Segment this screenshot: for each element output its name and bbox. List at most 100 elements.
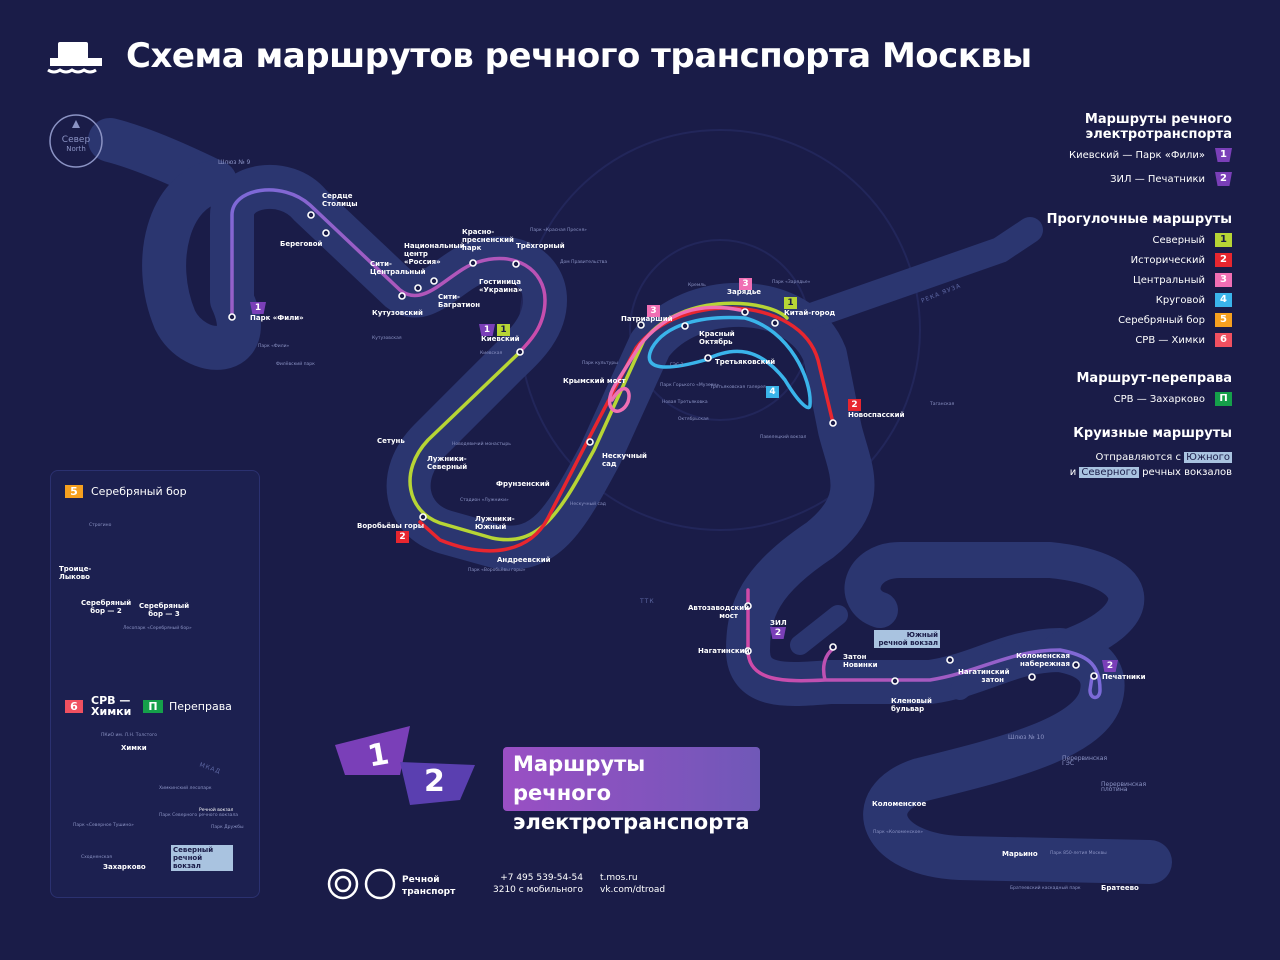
poi-label: Стадион «Лужники» bbox=[460, 498, 509, 503]
station-label[interactable]: Красно-пресненский парк bbox=[462, 228, 514, 252]
banner-line: Маршруты речного bbox=[513, 752, 646, 805]
station-label[interactable]: Патриарший bbox=[621, 315, 673, 323]
station-label[interactable]: Затон Новинки bbox=[843, 653, 878, 669]
station-label[interactable]: Серебряный бор — 3 bbox=[139, 602, 190, 618]
station-label[interactable]: Новоспасский bbox=[848, 411, 905, 419]
station-label[interactable]: Сити-Багратион bbox=[438, 293, 481, 309]
station-label[interactable]: Химки bbox=[121, 744, 147, 752]
poi-label: Кремль bbox=[688, 283, 706, 288]
route-badge-electro-2: 2 bbox=[1102, 660, 1118, 672]
station-label[interactable]: Сердце Столицы bbox=[322, 192, 358, 208]
legend-item[interactable]: Серебряный бор 5 bbox=[992, 313, 1232, 327]
routes bbox=[230, 188, 1102, 700]
station-label[interactable]: Береговой bbox=[280, 240, 323, 248]
route-badge: П bbox=[143, 699, 163, 713]
station-label[interactable]: Нагатинский bbox=[698, 647, 750, 655]
station-label[interactable]: Национальный центр «Россия» bbox=[404, 242, 465, 266]
station-label[interactable]: Троице-Лыково bbox=[59, 565, 92, 581]
station-label[interactable]: Крымский мост bbox=[563, 377, 626, 385]
route-badge-electro-1: 1 bbox=[479, 324, 495, 336]
mobile-phone[interactable]: 3210 с мобильного bbox=[493, 885, 583, 895]
station-label[interactable]: Серебряный бор — 2 bbox=[81, 599, 132, 615]
route-badge-historic: 2 bbox=[396, 531, 409, 543]
route-3-central bbox=[607, 305, 742, 413]
station-label[interactable]: Печатники bbox=[1102, 673, 1146, 681]
station-label-river-terminal[interactable]: Северный речной вокзал bbox=[171, 845, 233, 871]
brand-line: Речной bbox=[402, 875, 440, 885]
station-label[interactable]: Китай-город bbox=[784, 309, 836, 317]
station-markers[interactable] bbox=[228, 211, 1098, 685]
legend-electro-title-2: электротранспорта bbox=[1085, 127, 1232, 142]
station-label[interactable]: Захарково bbox=[103, 863, 146, 871]
site-link[interactable]: t.mos.ru bbox=[600, 873, 638, 883]
station-label[interactable]: Коломенская набережная bbox=[1016, 652, 1070, 668]
phone[interactable]: +7 495 539-54-54 bbox=[500, 873, 583, 883]
station-label[interactable]: ЗИЛ bbox=[770, 619, 787, 627]
station-label[interactable]: Лужники-Северный bbox=[427, 455, 468, 471]
lock-9-label: Шлюз № 9 bbox=[218, 159, 251, 166]
legend-label: Исторический bbox=[1130, 254, 1205, 266]
station-label[interactable]: Трёхгорный bbox=[516, 242, 565, 250]
legend-cruise-title: Круизные маршруты bbox=[1073, 426, 1232, 441]
route-badge-central: 3 bbox=[647, 305, 660, 317]
station-label[interactable]: Лужники-Южный bbox=[475, 515, 515, 531]
station-label[interactable]: Братеево bbox=[1101, 884, 1139, 892]
legend-label: Серебряный бор bbox=[1118, 314, 1205, 326]
vk-link[interactable]: vk.com/dtroad bbox=[600, 885, 666, 895]
station-label[interactable]: Нагатинский затон bbox=[958, 668, 1010, 684]
station-label[interactable]: Гостиница «Украина» bbox=[479, 278, 523, 294]
poi-label: Таганская bbox=[930, 402, 955, 407]
route-badge: 5 bbox=[1215, 313, 1232, 327]
dam-label: Перервинская плотина bbox=[1101, 781, 1147, 793]
station-label[interactable]: Воробьёвы горы bbox=[357, 522, 425, 530]
station-label[interactable]: Автозаводский мост bbox=[688, 604, 750, 620]
poi-label: Лесопарк «Серебряный бор» bbox=[123, 626, 192, 631]
station-label[interactable]: Красный Октябрь bbox=[699, 330, 735, 346]
station-label[interactable]: Нескучный сад bbox=[602, 452, 647, 468]
route-badge-central: 3 bbox=[739, 278, 752, 290]
route-electro-1 bbox=[230, 188, 547, 354]
legend-electro-title-1: Маршруты речного bbox=[1084, 112, 1232, 127]
cruise-text: речных вокзалов bbox=[1142, 467, 1232, 478]
station-label[interactable]: Третьяковский bbox=[715, 358, 776, 366]
station-label[interactable]: Сетунь bbox=[377, 437, 405, 445]
poi-label: Парк Дружбы bbox=[211, 825, 244, 830]
station-label[interactable]: Коломенское bbox=[872, 800, 927, 808]
cruise-south-highlight: Южного bbox=[1184, 452, 1232, 463]
poi-label: Киевская bbox=[480, 351, 503, 356]
station-label[interactable]: Фрунзенский bbox=[496, 480, 550, 488]
poi-label: ГЭС-2 bbox=[670, 363, 684, 368]
legend-label: СРВ — Химки bbox=[1135, 334, 1205, 346]
station-label[interactable]: Сити-Центральный bbox=[370, 260, 426, 276]
mkad-label: МКАД bbox=[198, 761, 222, 776]
route-electro-2 bbox=[746, 588, 1102, 700]
station-label-river-terminal[interactable]: Южный речной вокзал bbox=[874, 630, 940, 648]
station-label[interactable]: Киевский bbox=[481, 335, 520, 343]
station-label[interactable]: Кутузовский bbox=[372, 309, 423, 317]
legend-item[interactable]: Киевский — Парк «Фили»1 bbox=[992, 148, 1232, 162]
inset-silver-title: Серебряный бор bbox=[91, 485, 187, 498]
legend-label: Центральный bbox=[1133, 274, 1205, 286]
banner-ribbons bbox=[335, 726, 475, 805]
station-label[interactable]: Парк «Фили» bbox=[250, 314, 304, 322]
poi-label: Парк «Коломенское» bbox=[873, 830, 924, 835]
station-label[interactable]: Марьино bbox=[1002, 850, 1038, 858]
station-label[interactable]: Кленовый бульвар bbox=[891, 697, 932, 713]
poi-label: Октябрьская bbox=[678, 417, 709, 422]
route-badge-north: 1 bbox=[497, 324, 510, 336]
station-label[interactable]: Андреевский bbox=[497, 556, 551, 564]
poi-label: Речной вокзал bbox=[199, 808, 234, 813]
route-1-north bbox=[408, 301, 789, 542]
poi-label: Третьяковская галерея bbox=[710, 385, 766, 390]
station-label[interactable]: Зарядье bbox=[727, 288, 762, 296]
